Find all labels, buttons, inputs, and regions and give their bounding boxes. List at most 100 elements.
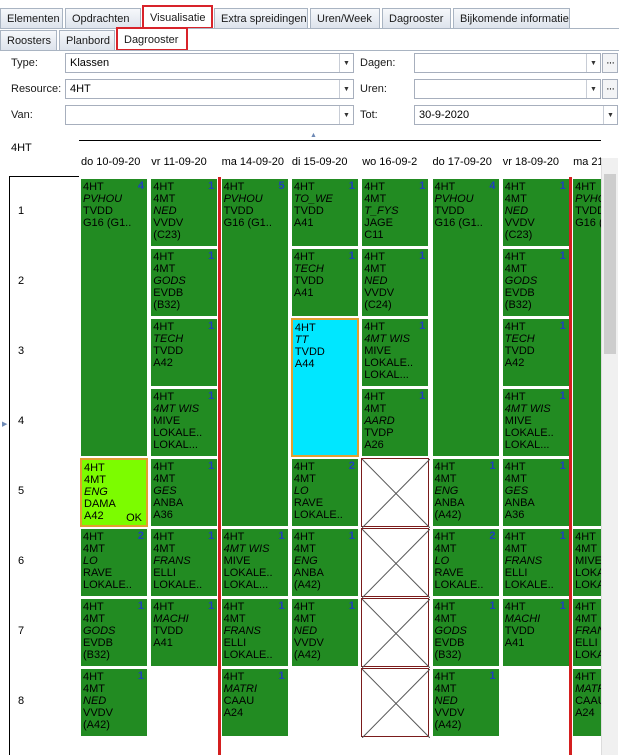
lesson-block[interactable]: 4HTMATRCAAUA24 (572, 668, 601, 737)
dagen-browse-button[interactable]: ··· (602, 53, 618, 73)
chevron-down-icon[interactable]: ▼ (586, 80, 600, 98)
subtab-planbord[interactable]: Planbord (59, 30, 115, 50)
lesson-line: GODS (153, 275, 186, 287)
lesson-line: GODS (434, 625, 467, 637)
lesson-count-badge: 1 (137, 670, 144, 682)
uren-dropdown[interactable]: ▼ (414, 79, 601, 99)
type-dropdown[interactable]: Klassen ▼ (65, 53, 354, 73)
lesson-line: A36 (153, 509, 173, 521)
lesson-line: 4MT (83, 683, 105, 695)
lesson-count-badge: 1 (419, 390, 426, 402)
scrollbar-thumb[interactable] (604, 174, 616, 354)
tab-extra-spreidingen[interactable]: Extra spreidingen (214, 8, 308, 28)
subtab-dagrooster[interactable]: Dagrooster (116, 27, 188, 51)
tot-date-field[interactable]: 30-9-2020 ▼ (414, 105, 618, 125)
tab-uren-week[interactable]: Uren/Week (310, 8, 380, 28)
lesson-count-badge: 1 (559, 530, 566, 542)
lesson-line: RAVE (293, 497, 324, 509)
lesson-line: 4MT (293, 543, 316, 555)
lesson-line: MIVE (364, 345, 392, 357)
lesson-count-badge: 1 (559, 320, 566, 332)
lesson-count-badge: 1 (208, 530, 215, 542)
tab-visualisatie[interactable]: Visualisatie (142, 5, 213, 29)
cross-icon (362, 529, 431, 598)
day-header: ma 21 (573, 156, 601, 168)
lesson-line: ELLI (575, 637, 598, 649)
left-splitter-icon[interactable]: ▶ (2, 421, 8, 428)
resource-dropdown[interactable]: 4HT ▼ (65, 79, 354, 99)
lesson-line: NED (434, 695, 458, 707)
lesson-line: 4HT (293, 251, 315, 263)
subtab-roosters[interactable]: Roosters (0, 30, 57, 50)
lesson-line: RAVE (83, 567, 113, 579)
lesson-line: NED (153, 205, 177, 217)
tab-bijkomende-informatie[interactable]: Bijkomende informatie (453, 8, 570, 28)
blocked-cell (361, 598, 431, 668)
chevron-down-icon[interactable]: ▼ (339, 106, 353, 124)
resource-label: Resource: (11, 83, 62, 95)
van-date-field[interactable]: ▼ (65, 105, 354, 125)
lesson-line: FRANS (153, 555, 191, 567)
lesson-line: 4MT (293, 473, 316, 485)
tab-dagrooster[interactable]: Dagrooster (382, 8, 451, 28)
lesson-line: (A42) (293, 649, 321, 661)
cross-icon (362, 669, 431, 738)
chevron-down-icon[interactable]: ▼ (603, 106, 617, 124)
lesson-line: (C24) (364, 299, 392, 311)
lesson-line: 4HT (223, 671, 245, 683)
tab-opdrachten[interactable]: Opdrachten (65, 8, 141, 28)
splitter-arrow-icon[interactable]: ▲ (310, 132, 317, 139)
dagen-dropdown[interactable]: ▼ (414, 53, 601, 73)
lesson-block[interactable]: 4HT4MTFRANELLILOKA (572, 598, 601, 667)
tab-elementen[interactable]: Elementen (0, 8, 63, 28)
vertical-scrollbar[interactable] (601, 158, 618, 755)
lesson-line: 4HT (223, 601, 245, 613)
chevron-down-icon[interactable]: ▼ (339, 54, 353, 72)
lesson-count-badge: 1 (489, 460, 496, 472)
lesson-line: 4HT (153, 251, 175, 263)
chevron-down-icon[interactable]: ▼ (586, 54, 600, 72)
chevron-down-icon[interactable]: ▼ (339, 80, 353, 98)
uren-browse-button[interactable]: ··· (602, 79, 618, 99)
lesson-block[interactable]: 4HT4MTMIVELOKALOKA (572, 528, 601, 597)
